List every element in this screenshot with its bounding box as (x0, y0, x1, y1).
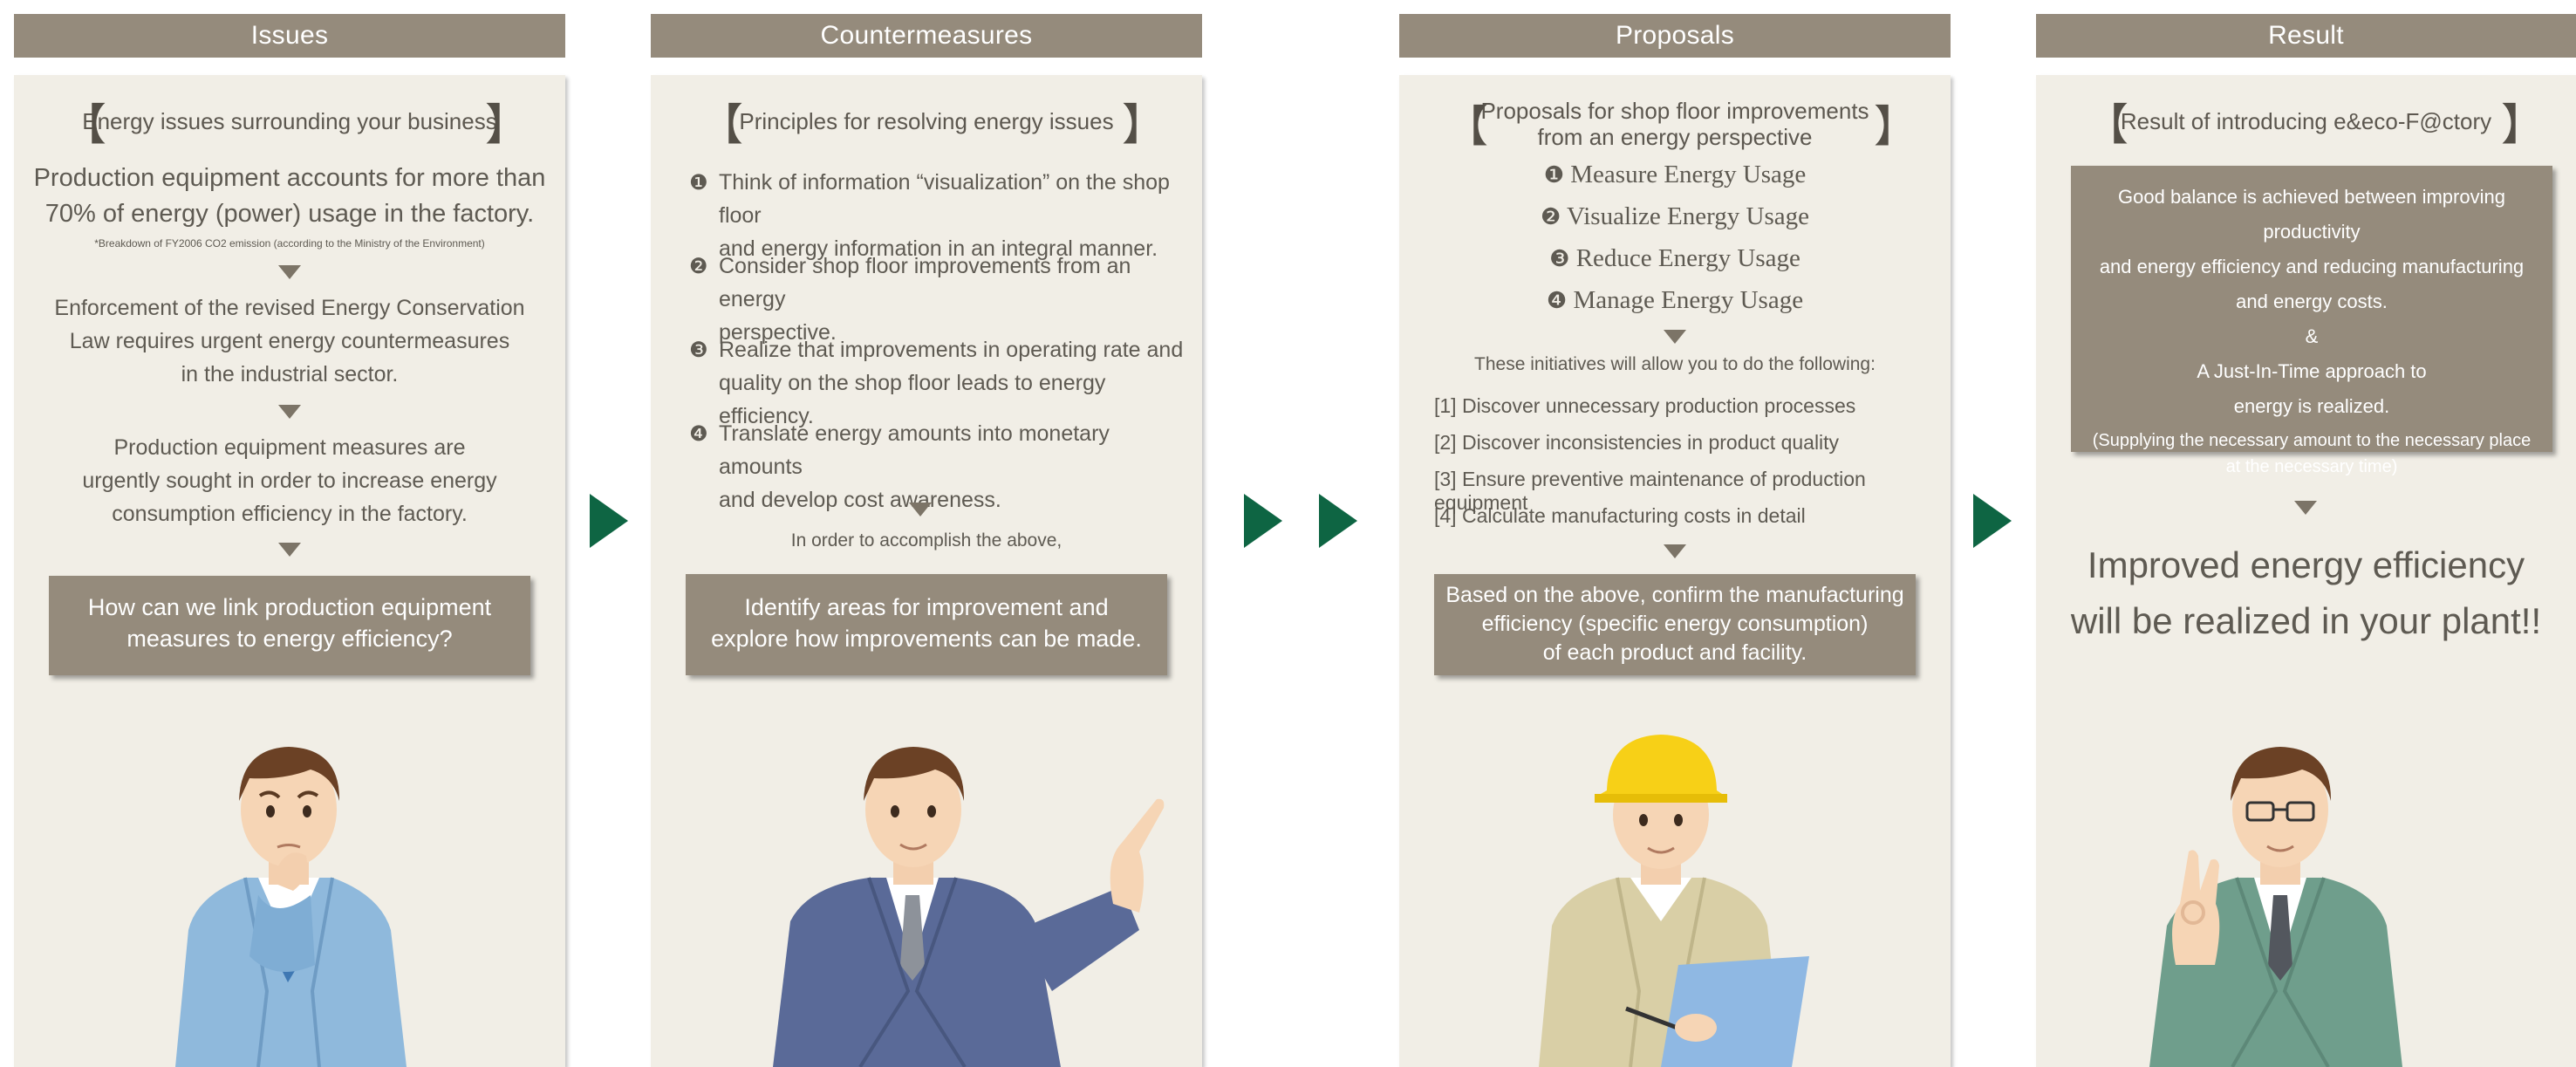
header-issues: Issues (14, 14, 565, 58)
triangle-down-icon (278, 543, 301, 557)
proposal-step-4: ❹ Manage Energy Usage (1546, 286, 1804, 314)
triangle-down-icon (909, 503, 932, 516)
countermeasures-lead: In order to accomplish the above, (790, 530, 1063, 551)
result-subtitle: 【 Result of introducing e&eco-F@ctory 】 (2085, 99, 2545, 150)
issues-panel: 【 Energy issues surrounding your busines… (14, 75, 565, 1067)
arrow-right-icon (1319, 494, 1357, 548)
triangle-down-icon (1664, 330, 1686, 344)
proposal-step-1: ❶ Measure Energy Usage (1543, 161, 1807, 188)
proposal-step-3: ❸ Reduce Energy Usage (1549, 244, 1800, 272)
hardhat-worker-illustration (1539, 735, 1809, 1067)
issues-footnote: *Breakdown of FY2006 CO2 emission (accor… (94, 237, 485, 250)
proposals-list-1: [1] Discover unnecessary production proc… (1434, 394, 1856, 417)
issues-text-1: Production equipment accounts for more t… (33, 164, 546, 228)
proposals-list-4: [4] Calculate manufacturing costs in det… (1434, 504, 1806, 527)
proposals-lead: These initiatives will allow you to do t… (1474, 354, 1876, 374)
proposals-list-3: [3] Ensure preventive maintenance of pro… (1434, 468, 1866, 514)
issues-subtitle: 【 Energy issues surrounding your busines… (63, 99, 529, 150)
issues-text-2: Enforcement of the revised Energy Conser… (54, 296, 525, 386)
thinking-worker-illustration (175, 747, 407, 1067)
arrow-right-icon (1244, 494, 1282, 548)
triangle-down-icon (2294, 501, 2317, 515)
principle-item-2: ❷ Consider shop floor improvements from … (689, 254, 1131, 345)
principle-item-3: ❸ Realize that improvements in operating… (689, 338, 1184, 428)
header-proposals: Proposals (1399, 14, 1951, 58)
proposals-subtitle: 【 Proposals for shop floor improvements … (1445, 98, 1917, 152)
arrow-right-icon (590, 494, 628, 548)
issues-text-3: Production equipment measures are urgent… (82, 435, 497, 526)
result-box: Good balance is achieved between improvi… (2071, 166, 2552, 476)
countermeasures-box: Identify areas for improvement and explo… (686, 574, 1167, 675)
pointing-businessman-illustration (773, 747, 1165, 1067)
principle-item-4: ❹ Translate energy amounts into monetary… (689, 421, 1110, 512)
countermeasures-subtitle: 【 Principles for resolving energy issues… (700, 99, 1165, 150)
ok-sign-businessman-illustration (2149, 747, 2402, 1067)
issues-question-box: How can we link production equipment mea… (49, 576, 530, 675)
proposals-list-2: [2] Discover inconsistencies in product … (1434, 431, 1840, 454)
proposals-box: Based on the above, confirm the manufact… (1434, 574, 1916, 675)
triangle-down-icon (278, 265, 301, 279)
principle-item-1: ❶ Think of information “visualization” o… (689, 170, 1170, 261)
triangle-down-icon (1664, 544, 1686, 558)
triangle-down-icon (278, 405, 301, 419)
proposals-panel: 【 Proposals for shop floor improvements … (1399, 75, 1951, 1067)
header-countermeasures: Countermeasures (651, 14, 1202, 58)
result-panel: 【 Result of introducing e&eco-F@ctory 】 … (2036, 75, 2576, 1067)
header-result: Result (2036, 14, 2576, 58)
proposal-step-2: ❷ Visualize Energy Usage (1540, 202, 1809, 230)
countermeasures-panel: 【 Principles for resolving energy issues… (651, 75, 1202, 1067)
result-headline: Improved energy efficiency will be reali… (2070, 544, 2542, 641)
arrow-right-icon (1973, 494, 2012, 548)
